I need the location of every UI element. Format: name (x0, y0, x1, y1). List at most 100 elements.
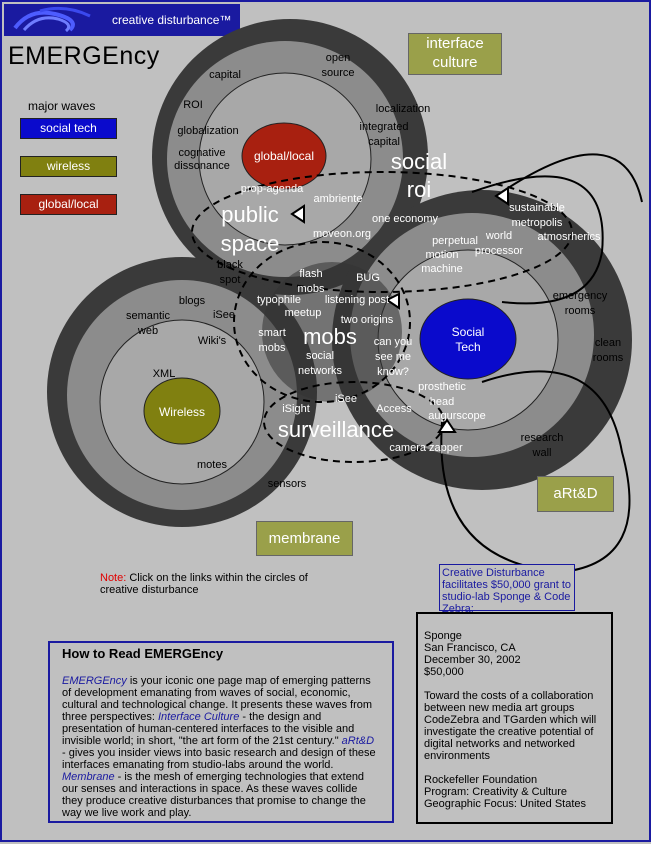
flash-mobs-label-2[interactable]: mobs (298, 283, 325, 295)
global-local-wave[interactable] (152, 19, 428, 295)
note-body: Click on the links within the circles of… (100, 572, 308, 596)
sensors-label[interactable]: sensors (268, 478, 307, 490)
roi-label[interactable]: ROI (183, 99, 203, 111)
social-networks-label-2[interactable]: networks (298, 365, 343, 377)
artd-tag[interactable]: aRt&D (537, 476, 614, 512)
membrane-tag[interactable]: membrane (256, 521, 353, 556)
cognitive-dissonance-label-2[interactable]: dissonance (174, 160, 230, 172)
prosthetic-head-label-1[interactable]: prosthetic (418, 381, 466, 393)
world-processor-label-2[interactable]: processor (475, 245, 524, 257)
legend-social-tech[interactable]: social tech (20, 118, 117, 139)
emergency-rooms-label-1[interactable]: emergency (553, 290, 608, 302)
mobs-label[interactable]: mobs (303, 324, 357, 349)
world-processor-label-1[interactable]: world (485, 230, 512, 242)
isee-label-2[interactable]: iSee (335, 393, 357, 405)
can-you-see-label-1[interactable]: can you (374, 336, 413, 348)
grant-details: Sponge San Francisco, CA December 30, 20… (416, 612, 613, 824)
xml-label[interactable]: XML (153, 368, 176, 380)
moveon-label[interactable]: moveon.org (313, 228, 371, 240)
social-roi-label-2[interactable]: roi (407, 177, 431, 202)
can-you-see-label-3[interactable]: know? (377, 366, 409, 378)
blogs-label[interactable]: blogs (179, 295, 206, 307)
access-label[interactable]: Access (376, 403, 412, 415)
meetup-label[interactable]: meetup (285, 307, 322, 319)
membrane-link[interactable]: Membrane (62, 771, 115, 783)
core-wireless-label[interactable]: Wireless (159, 405, 205, 419)
emergency-rooms-label-2[interactable]: rooms (565, 305, 596, 317)
prosthetic-head-label-2[interactable]: head (430, 396, 454, 408)
semantic-web-label-2[interactable]: web (137, 325, 158, 337)
grant-description: Toward the costs of a collaboration betw… (424, 690, 597, 762)
social-tech-wave[interactable] (332, 190, 632, 490)
capital-label[interactable]: capital (209, 69, 241, 81)
perpetual-motion-machine-label-3[interactable]: machine (421, 263, 463, 275)
ambriente-label[interactable]: ambriente (314, 193, 363, 205)
grant-geo-focus: Geographic Focus: United States (424, 798, 587, 810)
emergency-link[interactable]: EMERGEncy (62, 675, 127, 687)
sustainable-metropolis-label-2[interactable]: metropolis (512, 217, 563, 229)
research-wall-label-1[interactable]: research (521, 432, 564, 444)
howto-text-1: is your iconic one page map of emerging … (62, 675, 373, 723)
prop-agenda-label[interactable]: prop-agenda (241, 183, 304, 195)
sustainable-metropolis-label-1[interactable]: sustainable (509, 202, 565, 214)
smart-mobs-label-1[interactable]: smart (258, 327, 286, 339)
augurscope-label[interactable]: augurscope (428, 410, 486, 422)
bug-label[interactable]: BUG (356, 272, 380, 284)
disturbance-paths (191, 171, 573, 463)
core-social-tech-label-2[interactable]: Tech (455, 340, 480, 354)
clean-rooms-label-1[interactable]: clean (595, 337, 621, 349)
isee-label-1[interactable]: iSee (213, 309, 235, 321)
semantic-web-label-1[interactable]: semantic (126, 310, 171, 322)
legend-global-local[interactable]: global/local (20, 194, 117, 215)
social-networks-label-1[interactable]: social (306, 350, 334, 362)
research-wall-label-2[interactable]: wall (532, 447, 552, 459)
wikis-label[interactable]: Wiki's (198, 335, 227, 347)
can-you-see-label-2[interactable]: see me (375, 351, 411, 363)
perpetual-motion-machine-label-1[interactable]: perpetual (432, 235, 478, 247)
motes-label[interactable]: motes (197, 459, 227, 471)
core-global-local-label[interactable]: global/local (254, 149, 314, 163)
integrated-capital-label-1[interactable]: integrated (360, 121, 409, 133)
interface-culture-link[interactable]: Interface Culture (158, 711, 240, 723)
interface-culture-tag[interactable]: interface culture (408, 33, 502, 75)
clean-rooms-label-2[interactable]: rooms (593, 352, 624, 364)
flash-mobs-label-1[interactable]: flash (299, 268, 322, 280)
smart-mobs-label-2[interactable]: mobs (259, 342, 286, 354)
wireless-wave[interactable] (47, 257, 317, 527)
globalization-label[interactable]: globalization (177, 125, 238, 137)
augurscope-path (440, 153, 643, 574)
page-title: EMERGEncy (8, 42, 160, 70)
creative-disturbance-banner[interactable]: creative disturbance™ (4, 4, 240, 36)
perpetual-motion-machine-label-2[interactable]: motion (425, 249, 458, 261)
public-space-label-1[interactable]: public (221, 202, 278, 227)
grant-location: San Francisco, CA (424, 642, 516, 654)
typophile-label[interactable]: typophile (257, 294, 301, 306)
isight-label[interactable]: iSight (282, 403, 310, 415)
social-roi-label-1[interactable]: social (391, 149, 447, 174)
two-origins-label[interactable]: two origins (341, 314, 394, 326)
integrated-capital-label-2[interactable]: capital (368, 136, 400, 148)
black-spot-label-1[interactable]: black (217, 259, 243, 271)
public-space-label-2[interactable]: space (221, 231, 280, 256)
flow-arrows (290, 186, 509, 433)
open-source-label-2[interactable]: source (321, 67, 354, 79)
surveillance-label[interactable]: surveillance (278, 417, 394, 442)
one-economy-label[interactable]: one economy (372, 213, 439, 225)
grant-date: December 30, 2002 (424, 654, 521, 666)
grant-announcement-link[interactable]: Creative Disturbance facilitates $50,000… (439, 564, 575, 615)
legend-heading: major waves (28, 99, 96, 113)
open-source-label-1[interactable]: open (326, 52, 350, 64)
grant-program: Program: Creativity & Culture (424, 786, 568, 798)
artd-link[interactable]: aRt&D (341, 735, 375, 747)
black-spot-label-2[interactable]: spot (220, 274, 241, 286)
listening-post-label[interactable]: listening post (325, 294, 389, 306)
localization-label[interactable]: localization (376, 103, 430, 115)
cognitive-dissonance-label-1[interactable]: cognative (178, 147, 225, 159)
grant-funder: Rockefeller Foundation (424, 774, 538, 786)
legend-wireless[interactable]: wireless (20, 156, 117, 177)
camera-zapper-label[interactable]: camera zapper (389, 442, 463, 454)
atmospherics-label[interactable]: atmosrherics (538, 231, 601, 243)
core-social-tech-label-1[interactable]: Social (452, 325, 485, 339)
